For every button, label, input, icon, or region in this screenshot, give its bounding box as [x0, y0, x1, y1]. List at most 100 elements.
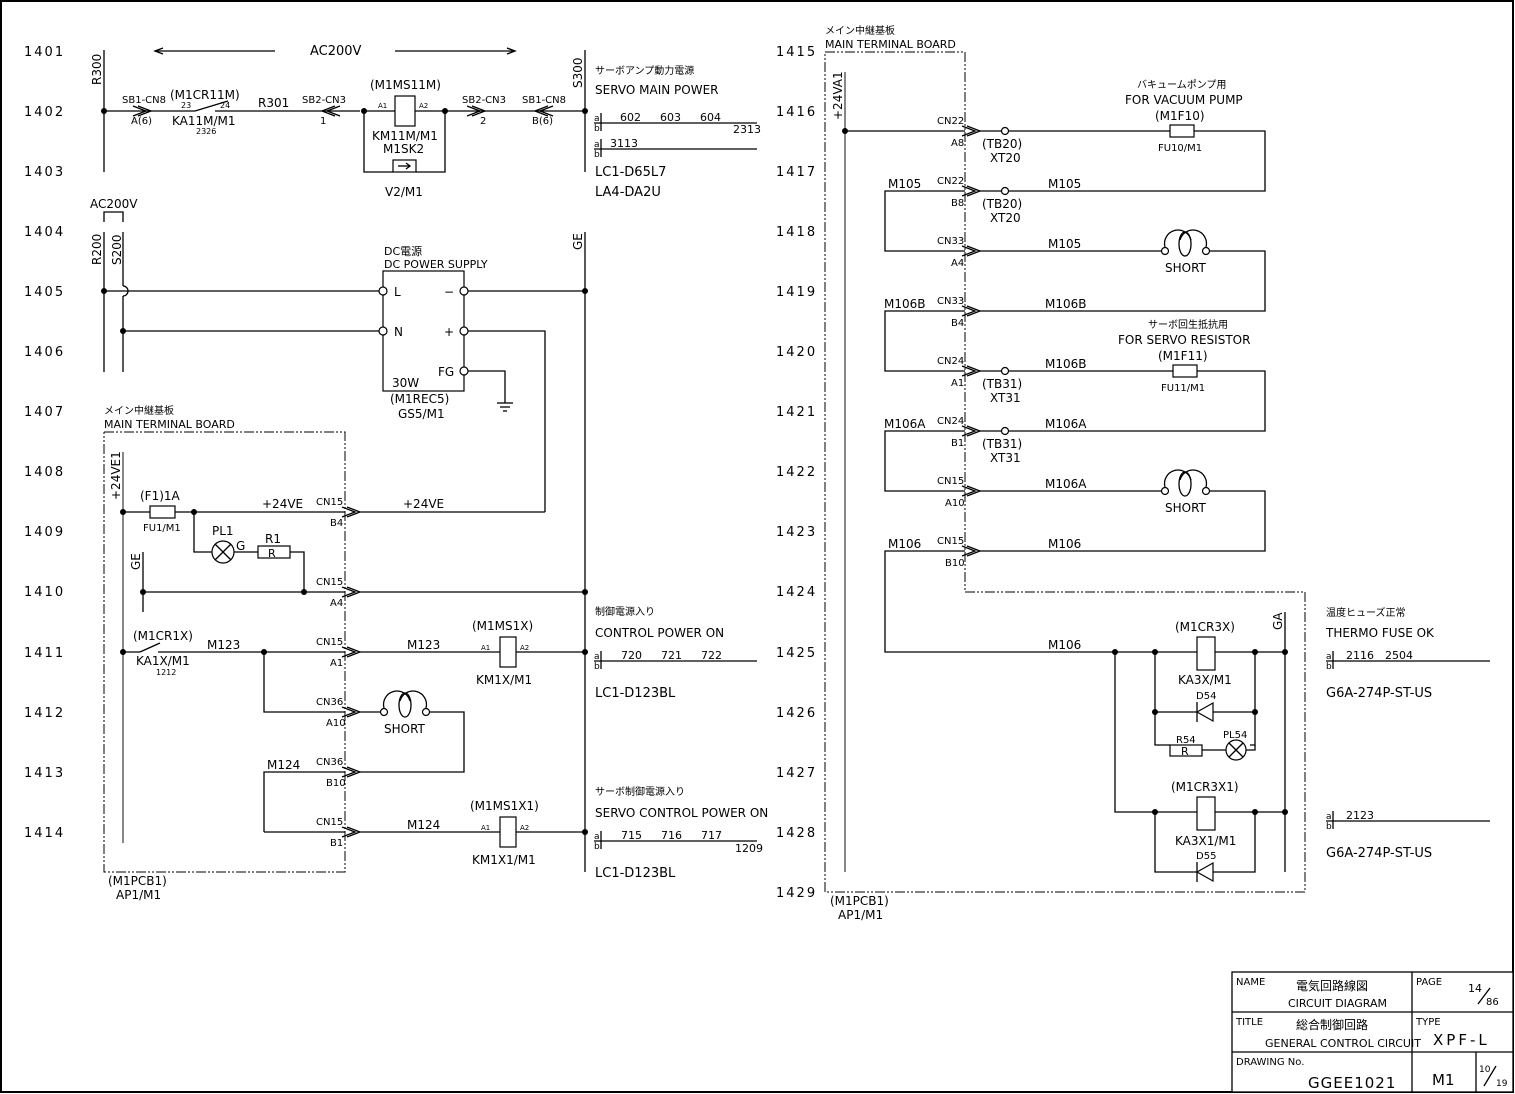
ga-label: GA [1271, 612, 1285, 630]
pcb-id: (M1PCB1) [108, 874, 167, 888]
pin-label: B1 [330, 838, 343, 849]
servo-control-jp: サーボ制御電源入り [595, 785, 685, 798]
terminal-minus: − [444, 285, 454, 299]
r54-label: R54 [1176, 735, 1196, 746]
terminal-fg: FG [438, 365, 454, 379]
control-power-jp: 制御電源入り [595, 605, 655, 618]
pin-label: A4 [951, 258, 964, 269]
contact-b: b [1326, 822, 1332, 832]
connector-label: CN33 [937, 236, 964, 247]
contact-ref: 722 [701, 649, 722, 662]
row-number: 1409 [24, 525, 65, 540]
wire-label: +24VE [403, 497, 444, 511]
row-number: 1416 [776, 105, 817, 120]
pin-label: 1 [320, 116, 326, 127]
pin-label: A10 [326, 718, 346, 729]
contact-ref: 720 [621, 649, 642, 662]
wire-label: M105 [1048, 237, 1081, 251]
d55-label: D55 [1196, 851, 1216, 862]
type-label: TYPE [1415, 1017, 1441, 1028]
v24e1-label: +24VE1 [109, 451, 123, 500]
terminal-label: A2 [520, 644, 529, 652]
connector-label: CN22 [937, 116, 964, 127]
wire-label: M106 [1048, 638, 1081, 652]
m1cr3x1-label: (M1CR3X1) [1171, 780, 1239, 794]
connector-label: CN36 [316, 697, 343, 708]
tb31-label: (TB31) [982, 437, 1022, 451]
m1f10-label: (M1F10) [1155, 109, 1205, 123]
ka1x-label: KA1X/M1 [136, 654, 190, 668]
cross-ref: 1212 [156, 668, 176, 677]
row-number: 1428 [776, 826, 817, 841]
wire-label: M105 [888, 177, 921, 191]
sheet-total: 19 [1496, 1079, 1508, 1089]
m1ms11m-label: (M1MS11M) [370, 78, 441, 92]
ka3x1-label: KA3X1/M1 [1175, 834, 1236, 848]
connector-label: SB1-CN8 [522, 95, 566, 106]
contactor-coil [394, 95, 416, 127]
dc-supply-jp: DC電源 [384, 244, 422, 258]
fuse-f11 [1172, 364, 1198, 378]
relay-contact-no [139, 642, 161, 653]
row-numbers-right: 1415 1416 1417 1418 1419 1420 1421 1422 … [776, 45, 817, 901]
fuse-tag: FU1/M1 [143, 523, 181, 534]
row-number: 1402 [24, 105, 65, 120]
wire-label: M105 [1048, 177, 1081, 191]
terminal-icon [1000, 126, 1010, 136]
terminal-label: A2 [419, 102, 428, 110]
tb31-label: (TB31) [982, 377, 1022, 391]
contact-ref: 3113 [610, 137, 638, 150]
drawing-name-jp: 電気回路線図 [1296, 978, 1368, 993]
mtb-en: MAIN TERMINAL BOARD [104, 418, 235, 431]
terminal-label: A1 [378, 102, 387, 110]
resistor-symbol: R [268, 547, 276, 560]
contact-ref: 2123 [1346, 809, 1374, 822]
tb20-label: (TB20) [982, 197, 1022, 211]
resistor-symbol: R [1181, 745, 1189, 758]
contact-ref: 717 [701, 829, 722, 842]
contact-a: a [594, 652, 600, 662]
terminal-l: L [394, 285, 401, 299]
terminal-label: A1 [481, 824, 490, 832]
thermo-fuse-en: THERMO FUSE OK [1325, 626, 1435, 640]
page-total: 86 [1486, 997, 1499, 1008]
drawing-name-en: CIRCUIT DIAGRAM [1288, 997, 1387, 1010]
type-value: XPF-L [1433, 1031, 1490, 1049]
pin-label: B1 [951, 438, 964, 449]
m1cr3x-label: (M1CR3X) [1175, 620, 1235, 634]
terminal-icon [1000, 186, 1010, 196]
s300-label: S300 [571, 57, 585, 88]
connector-label: CN22 [937, 176, 964, 187]
short-label: SHORT [1165, 501, 1207, 515]
row-number: 1413 [24, 766, 65, 781]
row-number: 1404 [24, 225, 65, 240]
pin-label: B4 [951, 318, 964, 329]
m1ms1x-label: (M1MS1X) [472, 619, 533, 633]
connector-label: SB2-CN3 [462, 95, 506, 106]
m1f11-label: (M1F11) [1158, 349, 1208, 363]
contact-ref: 2504 [1385, 649, 1413, 662]
row-number: 1415 [776, 45, 817, 60]
km11m-label: KM11M/M1 [372, 129, 438, 143]
contact-b: b [594, 662, 600, 672]
mtb-en: MAIN TERMINAL BOARD [825, 38, 956, 51]
short-jumper-icon [379, 690, 431, 718]
model-number: G6A-274P-ST-US [1326, 846, 1432, 861]
m1sk2-label: M1SK2 [383, 142, 424, 156]
connector-label: CN24 [937, 416, 964, 427]
sb1-cn8-label: SB1-CN8 [122, 95, 166, 106]
contact-b: b [594, 842, 600, 852]
contactor-coil [499, 636, 517, 668]
d54-label: D54 [1196, 691, 1216, 702]
fuse-tag: FU10/M1 [1158, 143, 1202, 154]
short-label: SHORT [1165, 261, 1207, 275]
pin-label: A(6) [131, 116, 152, 127]
terminal-plus: + [444, 325, 454, 339]
contact-a: a [1326, 652, 1332, 662]
contact-ref: 721 [661, 649, 682, 662]
row-number: 1422 [776, 465, 817, 480]
row-number: 1405 [24, 285, 65, 300]
pin-label: B(6) [532, 116, 553, 127]
title-en: GENERAL CONTROL CIRCUIT [1265, 1037, 1421, 1050]
ka11m-label: KA11M/M1 [172, 114, 236, 128]
